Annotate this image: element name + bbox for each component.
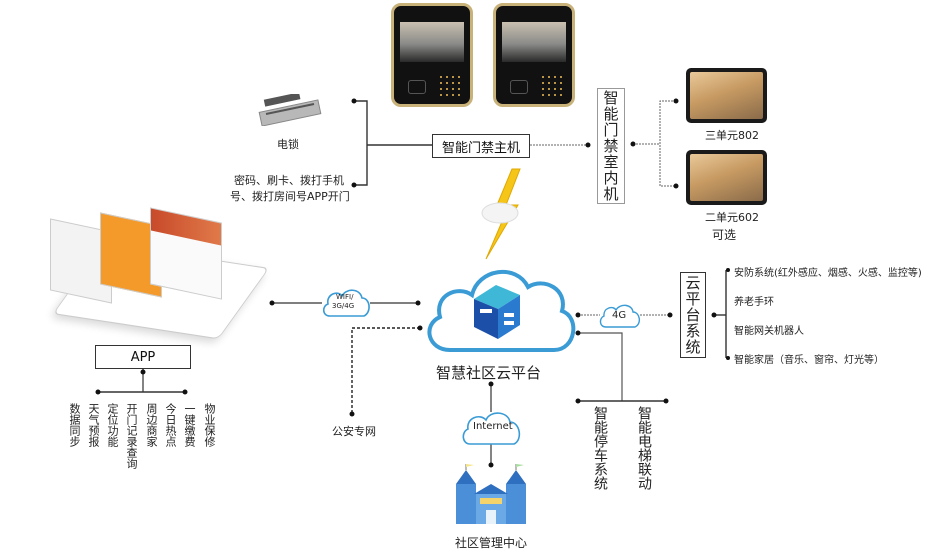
app-screen-3 <box>150 207 222 300</box>
internet-cloud <box>460 408 524 448</box>
app-label: APP <box>95 345 191 369</box>
app-feature-weather: 天气预报 <box>87 403 100 447</box>
center-title: 智慧社区云平台 <box>436 364 542 382</box>
device-screen <box>502 22 566 62</box>
app-feature-hot-news: 今日热点 <box>164 403 177 447</box>
open-methods-line2: 号、拨打房间号APP开门 <box>230 190 350 203</box>
wifi-label-line2: 3G/4G <box>332 302 355 310</box>
door-host-label: 智能门禁主机 <box>432 134 530 158</box>
cloud-platform <box>420 255 580 365</box>
subsystem-elevator: 智能电梯联动 <box>636 406 652 490</box>
building-icon <box>452 462 530 526</box>
police-network-label: 公安专网 <box>332 425 376 438</box>
rfid-icon <box>510 80 528 94</box>
rfid-icon <box>408 80 426 94</box>
cloud-system-item-bracelet: 养老手环 <box>734 297 774 308</box>
4g-label: 4G <box>612 310 627 321</box>
indoor-panel-1-label: 三单元802 <box>705 129 759 142</box>
app-feature-door-records: 开门记录查询 <box>125 403 138 469</box>
app-feature-location: 定位功能 <box>106 403 119 447</box>
keypad-icon <box>438 74 462 96</box>
electric-lock-label: 电锁 <box>277 138 299 151</box>
indoor-panel-2 <box>686 150 767 205</box>
electric-lock-icon <box>258 92 322 127</box>
indoor-unit-label: 智能门禁室内机 <box>597 88 625 204</box>
subsystem-parking: 智能停车系统 <box>592 406 608 490</box>
cloud-system-item-security: 安防系统(红外感应、烟感、火感、监控等) <box>734 268 922 279</box>
app-phones-image <box>40 205 270 340</box>
internet-label: Internet <box>473 421 513 432</box>
door-host-device-1 <box>391 3 473 107</box>
cloud-platform-logo-icon <box>474 285 520 339</box>
app-feature-nearby-shops: 周边商家 <box>145 403 158 447</box>
management-center-label: 社区管理中心 <box>455 536 528 550</box>
app-feature-repair: 物业保修 <box>203 403 216 447</box>
indoor-panel-2-label: 二单元602 <box>705 211 759 224</box>
door-host-device-2 <box>493 3 575 107</box>
wifi-cloud <box>320 286 372 320</box>
lightning-bolt-icon <box>470 165 530 260</box>
optional-label: 可选 <box>712 228 737 242</box>
indoor-panel-1 <box>686 68 767 123</box>
cloud-system-label: 云平台系统 <box>680 272 706 358</box>
app-feature-payment: 一键缴费 <box>183 403 196 447</box>
4g-cloud <box>598 302 642 330</box>
keypad-icon <box>540 74 564 96</box>
device-screen <box>400 22 464 62</box>
cloud-system-item-smarthome: 智能家居（音乐、窗帘、灯光等） <box>734 355 884 366</box>
open-methods-line1: 密码、刷卡、拨打手机 <box>234 174 344 187</box>
wifi-label-line1: WIFI/ <box>336 293 354 301</box>
cloud-system-item-robot: 智能网关机器人 <box>734 326 804 337</box>
app-feature-data-sync: 数据同步 <box>68 403 81 447</box>
